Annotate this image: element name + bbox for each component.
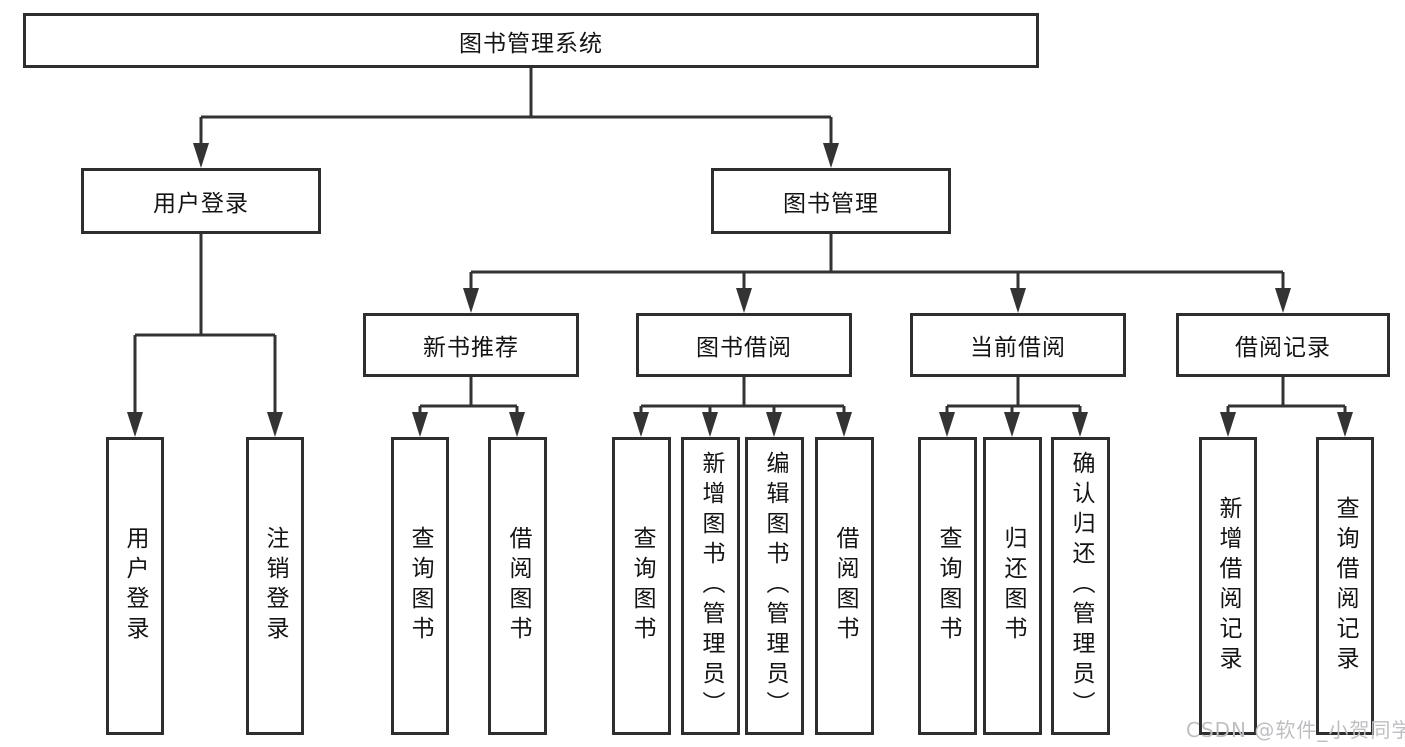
arrowhead-user-login [193, 143, 209, 168]
leaf-user-login: 用户登录 [106, 437, 164, 735]
node-library-management-system: 图书管理系统 [23, 13, 1039, 68]
leaf-current-query-books: 查询图书 [918, 437, 977, 735]
node-book-management: 图书管理 [711, 168, 951, 234]
node-user-login: 用户登录 [81, 168, 321, 234]
arrowhead-cb-return [1004, 412, 1020, 437]
arrowhead-br-add [1220, 412, 1236, 437]
leaf-record-add-borrow-record: 新增借阅记录 [1199, 437, 1257, 735]
arrowheads [127, 143, 1353, 437]
leaf-borrow-borrow-books: 借阅图书 [815, 437, 874, 735]
arrowhead-nb-borrow [509, 412, 525, 437]
arrowhead-leaf-login [127, 412, 143, 437]
leaf-newbook-query-books: 查询图书 [391, 437, 449, 735]
arrowhead-bb-borrow [836, 412, 852, 437]
arrowhead-bb-add [702, 412, 718, 437]
leaf-logout: 注销登录 [246, 437, 304, 735]
arrowhead-bb-edit [766, 412, 782, 437]
node-borrow-record: 借阅记录 [1176, 313, 1390, 377]
leaf-borrow-add-books-admin: 新增图书（管理员） [681, 437, 740, 735]
node-book-borrow: 图书借阅 [636, 313, 852, 377]
leaf-record-query-borrow-record: 查询借阅记录 [1316, 437, 1374, 735]
arrowhead-book-borrow [736, 288, 752, 313]
leaf-newbook-borrow-books: 借阅图书 [488, 437, 547, 735]
leaf-current-confirm-return-admin: 确认归还（管理员） [1051, 437, 1110, 735]
arrowhead-new-book [463, 288, 479, 313]
leaf-current-return-books: 归还图书 [983, 437, 1042, 735]
node-current-borrow: 当前借阅 [910, 313, 1126, 377]
arrowhead-bb-query [633, 412, 649, 437]
arrowhead-current-borrow [1010, 288, 1026, 313]
arrowhead-br-query [1337, 412, 1353, 437]
arrowhead-leaf-logout [267, 412, 283, 437]
arrowhead-borrow-record [1275, 288, 1291, 313]
arrowhead-book-management [823, 143, 839, 168]
arrowhead-nb-query [412, 412, 428, 437]
csdn-watermark: CSDN @软件_小贺同学 [1186, 718, 1405, 742]
node-new-book-recommend: 新书推荐 [363, 313, 579, 377]
arrowhead-cb-query [939, 412, 955, 437]
leaf-borrow-query-books: 查询图书 [612, 437, 671, 735]
leaf-borrow-edit-books-admin: 编辑图书（管理员） [745, 437, 804, 735]
arrowhead-cb-confirm [1072, 412, 1088, 437]
